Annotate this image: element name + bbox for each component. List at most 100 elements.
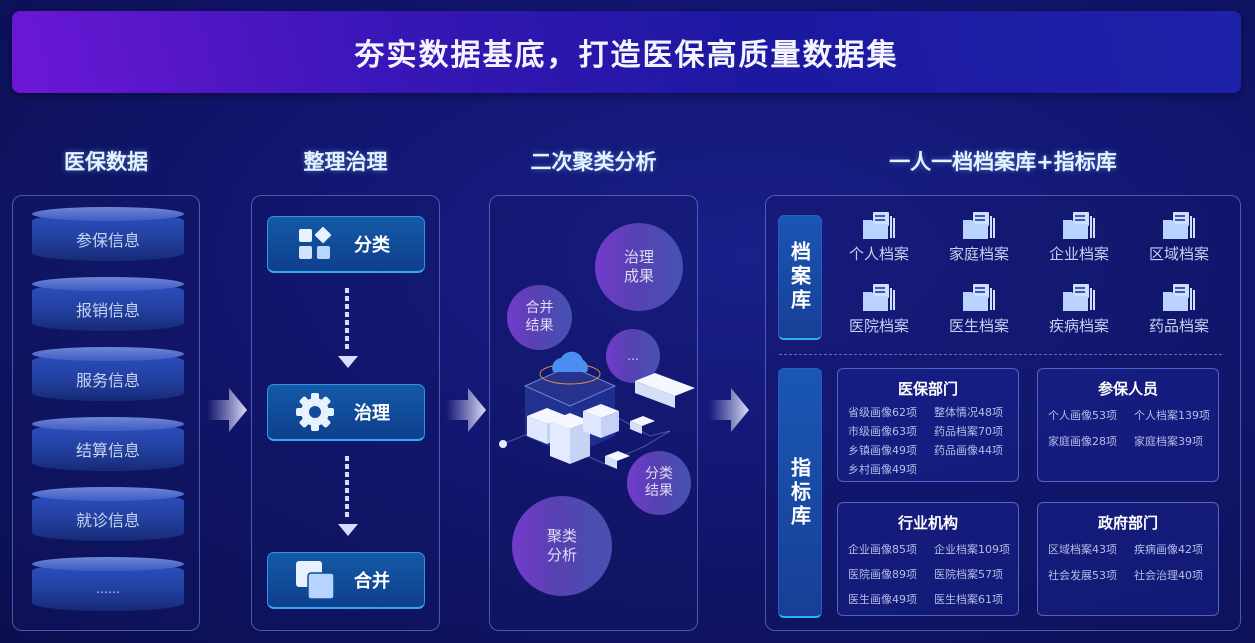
step-merge: 合并: [267, 552, 425, 609]
index-item: 乡村画像49项: [848, 463, 917, 476]
index-box-title: 医保部门: [897, 380, 958, 398]
index-box-title: 行业机构: [897, 514, 958, 532]
index-item: 医院画像89项: [848, 568, 917, 581]
data-cylinder: 报销信息: [32, 277, 184, 331]
step-label: 分类: [354, 235, 390, 256]
index-library-tag: 指标库: [778, 368, 822, 618]
archive-item: 区域档案: [1129, 210, 1229, 264]
category-grid-icon: [290, 227, 340, 261]
dotted-connector: [345, 456, 349, 520]
column-title-governance: 整理治理: [303, 150, 388, 174]
down-arrow-icon: [338, 356, 358, 368]
index-item: 医生画像49项: [848, 593, 917, 606]
index-box-title: 参保人员: [1097, 380, 1158, 398]
index-item: 企业档案109项: [934, 543, 1010, 556]
flow-arrow-icon: [709, 388, 749, 432]
index-item: 省级画像62项: [848, 406, 917, 419]
bubble-governance-result: 治理 成果: [595, 223, 683, 311]
column-title-medical-data: 医保数据: [64, 150, 148, 174]
folder-icon: [1129, 282, 1229, 312]
server-cloud-illustration: [499, 351, 695, 469]
archive-label: 家庭档案: [948, 245, 1009, 263]
index-item: 个人档案139项: [1134, 409, 1210, 422]
folder-icon: [829, 210, 929, 240]
archive-label: 个人档案: [848, 245, 909, 263]
data-cylinder-label: 结算信息: [75, 441, 140, 460]
column-title-archive-index: 一人一档档案库+指标库: [889, 150, 1117, 174]
index-item: 药品档案70项: [934, 425, 1003, 438]
archive-label: 药品档案: [1148, 317, 1209, 335]
index-item: 企业画像85项: [848, 543, 917, 556]
page-title: 夯实数据基底，打造医保高质量数据集: [354, 38, 899, 73]
index-item: 整体情况48项: [934, 406, 1003, 419]
folder-icon: [929, 282, 1029, 312]
bubble-classify-result: 分类 结果: [627, 451, 691, 515]
archive-item: 个人档案: [829, 210, 929, 264]
archive-item: 医生档案: [929, 282, 1029, 336]
index-item: 社会发展53项: [1048, 569, 1117, 582]
bubble-merge-result: 合并 结果: [507, 285, 572, 350]
index-item: 家庭档案39项: [1134, 435, 1203, 448]
index-item: 个人画像53项: [1048, 409, 1117, 422]
bubble-more: ...: [606, 329, 660, 383]
data-cylinder: 服务信息: [32, 347, 184, 401]
archive-item: 企业档案: [1029, 210, 1129, 264]
gear-icon: [290, 392, 340, 432]
archive-item: 家庭档案: [929, 210, 1029, 264]
folder-icon: [1129, 210, 1229, 240]
merge-copy-icon: [290, 560, 340, 600]
data-cylinder: ……: [32, 557, 184, 611]
archive-label: 医生档案: [948, 317, 1009, 335]
index-box-title: 政府部门: [1097, 514, 1158, 532]
index-item: 药品画像44项: [934, 444, 1003, 457]
step-govern: 治理: [267, 384, 425, 441]
index-box-government: 政府部门 区域档案43项 疾病画像42项 社会发展53项 社会治理40项: [1037, 502, 1219, 616]
index-item: 区域档案43项: [1048, 543, 1117, 556]
data-cylinder-label: 参保信息: [75, 231, 140, 250]
step-label: 合并: [354, 571, 390, 592]
flow-arrow-icon: [446, 388, 486, 432]
data-cylinder-label: 报销信息: [75, 301, 140, 320]
index-item: 医院档案57项: [934, 568, 1003, 581]
index-item: 疾病画像42项: [1134, 543, 1203, 556]
archive-item: 疾病档案: [1029, 282, 1129, 336]
section-divider: [779, 354, 1222, 355]
index-box-industry: 行业机构 企业画像85项 企业档案109项 医院画像89项 医院档案57项 医生…: [837, 502, 1019, 616]
column-title-cluster: 二次聚类分析: [530, 150, 657, 174]
archive-label: 医院档案: [848, 317, 909, 335]
data-cylinder-label: 服务信息: [75, 371, 140, 390]
index-item: [934, 460, 1020, 479]
folder-icon: [1029, 210, 1129, 240]
data-cylinder: 参保信息: [32, 207, 184, 261]
medical-data-panel: 参保信息 报销信息 服务信息 结算信息 就诊信息 ……: [12, 195, 200, 631]
governance-panel: 分类 治理: [251, 195, 440, 631]
dotted-connector: [345, 288, 349, 352]
archive-library-tag: 档案库: [778, 215, 822, 340]
folder-icon: [929, 210, 1029, 240]
index-item: 乡镇画像49项: [848, 444, 917, 457]
archive-label: 区域档案: [1148, 245, 1209, 263]
folder-icon: [1029, 282, 1129, 312]
flow-arrow-icon: [207, 388, 247, 432]
index-item: 市级画像63项: [848, 425, 917, 438]
data-cylinder-label: 就诊信息: [75, 511, 140, 530]
step-label: 治理: [354, 403, 390, 424]
title-banner: 夯实数据基底，打造医保高质量数据集: [12, 11, 1241, 93]
index-box-insured: 参保人员 个人画像53项 个人档案139项 家庭画像28项 家庭档案39项: [1037, 368, 1219, 482]
index-box-medical-dept: 医保部门 省级画像62项 整体情况48项 市级画像63项 药品档案70项 乡镇画…: [837, 368, 1019, 482]
index-item: 社会治理40项: [1134, 569, 1203, 582]
folder-icon: [829, 282, 929, 312]
cluster-panel: 治理 成果 合并 结果 ...: [489, 195, 698, 631]
archive-index-panel: 档案库 个人档案 家庭档案 企业档案 区域档案医院档案 医生档案 疾病档案 药品档案 指标库…: [765, 195, 1241, 631]
archive-label: 企业档案: [1048, 245, 1109, 263]
bubble-cluster-analysis: 聚类 分析: [512, 496, 612, 596]
archive-label: 疾病档案: [1048, 317, 1109, 335]
archive-item: 医院档案: [829, 282, 929, 336]
index-item: 医生档案61项: [934, 593, 1003, 606]
data-cylinder: 就诊信息: [32, 487, 184, 541]
archive-item: 药品档案: [1129, 282, 1229, 336]
index-item: 家庭画像28项: [1048, 435, 1117, 448]
data-cylinder: 结算信息: [32, 417, 184, 471]
data-cylinder-label: ……: [96, 582, 120, 596]
step-classify: 分类: [267, 216, 425, 273]
